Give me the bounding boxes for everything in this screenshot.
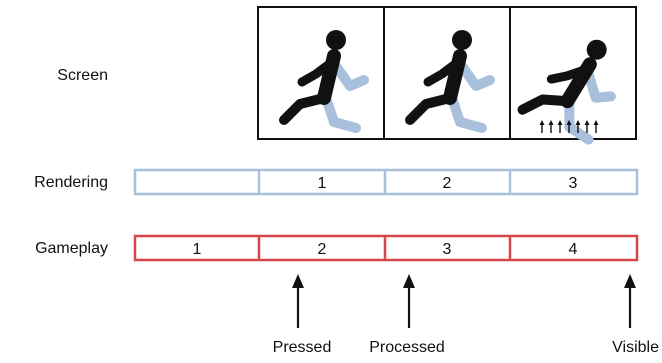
motion-arrows-icon [539, 120, 599, 133]
gameplay-cell: 1 [193, 241, 202, 258]
processed-label: Processed [369, 339, 445, 356]
gameplay-cell: 2 [318, 241, 327, 258]
rendering-row-label: Rendering [34, 174, 108, 191]
pressed-arrow-icon [292, 274, 304, 328]
rendering-bar: 1 2 3 [133, 168, 639, 196]
gameplay-bar: 1 2 3 4 [133, 234, 639, 262]
gameplay-cell: 4 [569, 241, 578, 258]
processed-arrow-icon [403, 274, 415, 328]
gameplay-cell: 3 [443, 241, 452, 258]
event-arrows [292, 274, 636, 328]
visible-label: Visible [612, 339, 659, 356]
visible-arrow-icon [624, 274, 636, 328]
gameplay-row-label: Gameplay [35, 240, 108, 257]
rendering-cell: 1 [318, 175, 327, 192]
screen-row-label: Screen [57, 67, 108, 84]
rendering-cell: 2 [443, 175, 452, 192]
pressed-label: Pressed [273, 339, 332, 356]
screen-frames [257, 6, 637, 142]
rendering-cell: 3 [569, 175, 578, 192]
